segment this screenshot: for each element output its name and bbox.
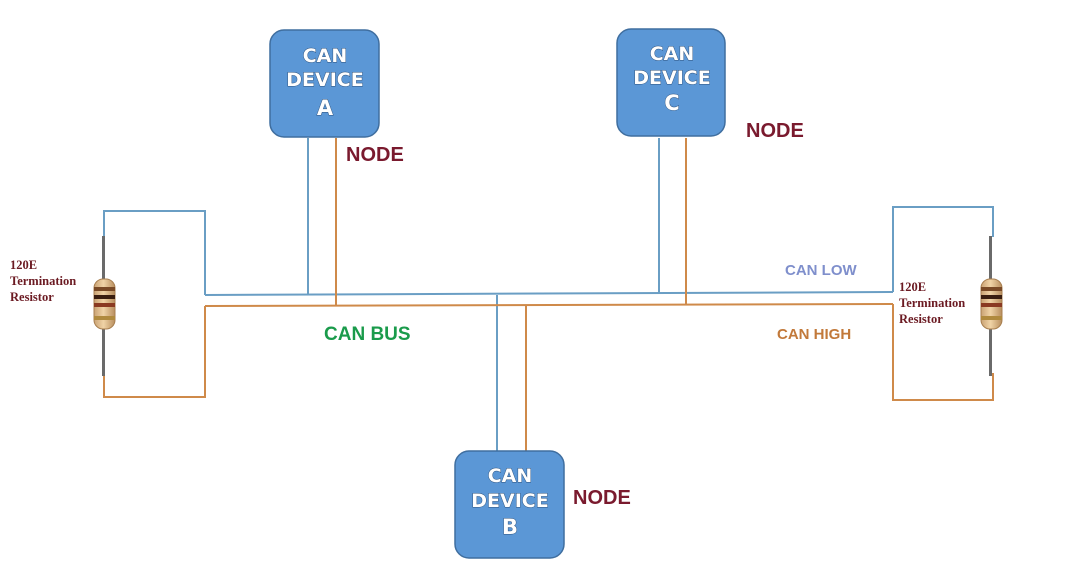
right-resistor-label-line1: 120E (899, 280, 926, 294)
right-resistor-label: 120E Termination Resistor (899, 280, 965, 326)
can-high-left-termination-wire (103, 306, 206, 398)
left-resistor-label-line2: Termination (10, 274, 76, 288)
device-b-line1: CAN (488, 465, 533, 487)
device-a-line2: DEVICE (286, 69, 363, 91)
device-c-line3: C (664, 91, 679, 115)
right-termination-resistor (980, 236, 1003, 376)
device-b: CAN DEVICE B (454, 450, 565, 559)
left-termination-resistor (93, 236, 116, 376)
device-c-line2: DEVICE (633, 67, 710, 89)
can-high-label: CAN HIGH (777, 326, 851, 343)
device-b-line2: DEVICE (471, 490, 548, 512)
device-b-box (454, 450, 565, 559)
can-low-left-termination-wire (103, 210, 206, 295)
left-resistor-label-line1: 120E (10, 258, 37, 272)
device-b-line3: B (502, 515, 518, 539)
device-c-line1: CAN (650, 43, 695, 65)
can-low-bus-line (204, 291, 894, 296)
device-a-line3: A (317, 96, 334, 120)
left-resistor-label: 120E Termination Resistor (10, 258, 76, 304)
can-low-label: CAN LOW (785, 262, 857, 279)
can-high-bus-line (204, 303, 894, 307)
left-resistor-label-line3: Resistor (10, 290, 54, 304)
device-c: CAN DEVICE C (616, 28, 726, 137)
right-resistor-label-line2: Termination (899, 296, 965, 310)
device-a-line1: CAN (303, 45, 348, 67)
node-label-b: NODE (573, 487, 631, 509)
node-label-a: NODE (346, 144, 404, 166)
node-label-c: NODE (746, 120, 804, 142)
device-a-box (269, 29, 380, 138)
can-high-wiring (103, 138, 994, 452)
can-low-wiring (103, 138, 994, 452)
can-bus-label: CAN BUS (324, 324, 411, 345)
device-c-box (616, 28, 726, 137)
can-high-right-termination-wire (892, 304, 994, 401)
can-low-right-termination-wire (892, 206, 994, 292)
right-resistor-label-line3: Resistor (899, 312, 943, 326)
device-a: CAN DEVICE A (269, 29, 380, 138)
